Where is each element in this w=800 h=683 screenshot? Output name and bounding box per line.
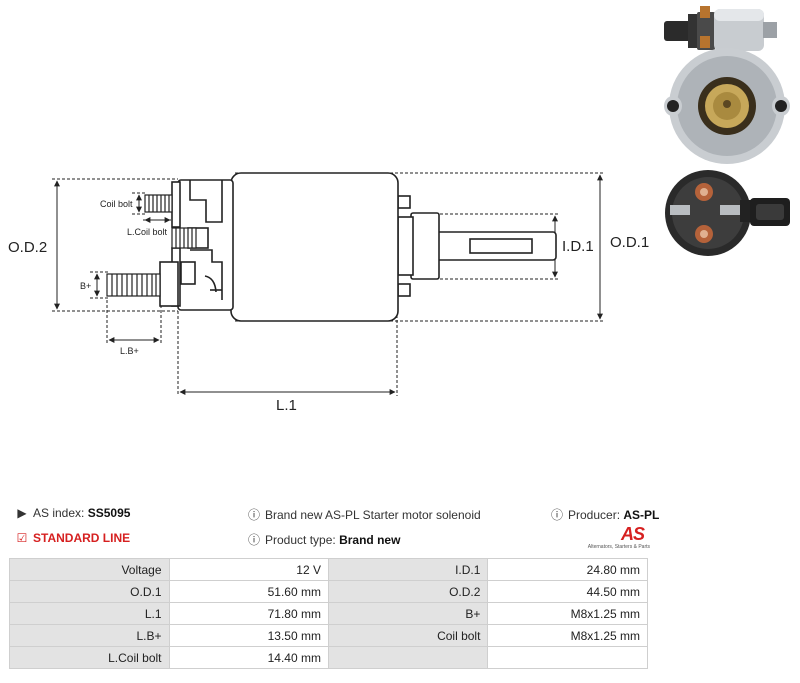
l-coil-bolt-label: L.Coil bolt (127, 227, 168, 237)
check-square-icon: ☑ (16, 531, 28, 545)
spec-value: 12 V (168, 558, 329, 581)
as-index-value: SS5095 (87, 506, 131, 520)
product-type-label: Product type: (265, 533, 336, 547)
producer-value: AS-PL (623, 508, 660, 522)
as-index-label: AS index: (33, 506, 85, 520)
table-row: O.D.1 51.60 mm O.D.2 44.50 mm (9, 580, 648, 603)
logo-mark: AS (620, 524, 645, 544)
spec-label: I.D.1 (327, 558, 489, 581)
spec-value: 51.60 mm (168, 580, 329, 603)
spec-label: L.Coil bolt (9, 646, 170, 669)
info-icon: ⓘ (551, 508, 564, 522)
spec-value: M8x1.25 mm (487, 624, 648, 647)
spec-label (327, 646, 489, 669)
product-type-row: ⓘ Product type: Brand new (248, 531, 400, 548)
spec-value: 71.80 mm (168, 602, 329, 625)
solenoid-technical-drawing: O.D.2 O.D.1 I.D.1 L.1 Coil bolt L.Coil b… (8, 6, 790, 414)
line-row: ☑ STANDARD LINE (16, 531, 131, 545)
as-pl-logo: AS Alternators, Starters & Parts (586, 524, 650, 554)
description-row: ⓘ Brand new AS-PL Starter motor solenoid (248, 506, 481, 523)
producer-label: Producer: (568, 508, 621, 522)
product-photo-side (664, 6, 777, 51)
line-label: STANDARD LINE (33, 531, 131, 545)
product-type-value: Brand new (339, 533, 401, 547)
l1-label: L.1 (276, 397, 297, 414)
coil-bolt-label: Coil bolt (100, 199, 133, 209)
spec-value: 44.50 mm (487, 580, 648, 603)
spec-label: O.D.2 (327, 580, 489, 603)
spec-label: B+ (327, 602, 489, 625)
product-photo-rear (665, 170, 790, 256)
as-index-row: ▶ AS index: SS5095 (16, 506, 130, 520)
spec-label: Coil bolt (327, 624, 489, 647)
solenoid-outline (159, 172, 557, 322)
lbplus-label: L.B+ (120, 346, 139, 356)
table-row: L.B+ 13.50 mm Coil bolt M8x1.25 mm (9, 624, 648, 647)
spec-value: 24.80 mm (487, 558, 648, 581)
table-row: L.Coil bolt 14.40 mm (9, 646, 648, 669)
od2-label: O.D.2 (8, 239, 47, 256)
tag-icon: ▶ (17, 506, 27, 520)
bplus-bolt-thread (106, 273, 161, 297)
coil-bolt-thread (144, 194, 173, 213)
spec-value: 14.40 mm (168, 646, 329, 669)
spec-value: M8x1.25 mm (487, 602, 648, 625)
id1-label: I.D.1 (562, 238, 594, 255)
logo-subtext: Alternators, Starters & Parts (587, 544, 650, 550)
info-icon: ⓘ (248, 508, 261, 522)
product-photo-front (664, 48, 790, 164)
info-icon: ⓘ (248, 533, 261, 547)
table-row: L.1 71.80 mm B+ M8x1.25 mm (9, 602, 648, 625)
specs-table: Voltage 12 V I.D.1 24.80 mm O.D.1 51.60 … (9, 558, 648, 669)
spec-label: L.B+ (9, 624, 170, 647)
spec-value: 13.50 mm (168, 624, 329, 647)
spec-label: O.D.1 (9, 580, 170, 603)
producer-row: ⓘ Producer: AS-PL (551, 506, 659, 523)
table-row: Voltage 12 V I.D.1 24.80 mm (9, 558, 648, 581)
description-text: Brand new AS-PL Starter motor solenoid (265, 508, 481, 522)
bplus-label: B+ (80, 281, 91, 291)
spec-label: Voltage (9, 558, 170, 581)
spec-label: L.1 (9, 602, 170, 625)
od1-label: O.D.1 (610, 234, 649, 251)
coil-bolt-lower-thread (171, 227, 197, 249)
spec-value (487, 646, 648, 669)
